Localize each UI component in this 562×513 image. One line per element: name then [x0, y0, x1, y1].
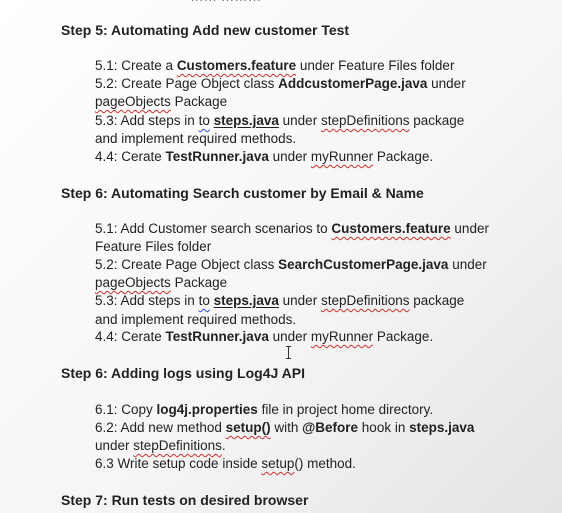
step5-item-1: 5.1: Create a Customers.feature under Fe…	[95, 58, 455, 73]
step6-item-3-cont: and implement required methods.	[95, 312, 297, 327]
text-cursor-icon	[286, 346, 292, 359]
step7-heading: Step 7: Run tests on desired browser	[61, 492, 309, 508]
step6-logs-item-1: 6.1: Copy log4j.properties file in proje…	[95, 402, 434, 417]
step5-item-3-cont: and implement required methods.	[95, 131, 297, 146]
step5-item-4: 4.4: Cerate TestRunner.java under myRunn…	[95, 149, 434, 164]
step6-item-2: 5.2: Create Page Object class SearchCust…	[95, 257, 487, 272]
step6-item-3: 5.3: Add steps in to steps.java under st…	[95, 293, 465, 308]
step6-item-1: 5.1: Add Customer search scenarios to Cu…	[95, 221, 489, 236]
step6-item-4: 4.4: Cerate TestRunner.java under myRunn…	[95, 329, 434, 344]
step6-item-1-cont: Feature Files folder	[95, 239, 212, 254]
cut-off-text: …… ………	[190, 0, 261, 4]
step6-item-2-cont: pageObjects Package	[95, 275, 228, 290]
step5-item-2-cont: pageObjects Package	[95, 94, 228, 109]
step5-item-3: 5.3: Add steps in to steps.java under st…	[95, 113, 465, 128]
step5-item-2: 5.2: Create Page Object class Addcustome…	[95, 76, 466, 91]
step6-search-heading: Step 6: Automating Search customer by Em…	[61, 185, 424, 201]
step6-logs-item-2-cont: under stepDefinitions.	[95, 438, 226, 453]
step6-logs-item-2: 6.2: Add new method setup() with @Before…	[95, 420, 475, 435]
step6-logs-heading: Step 6: Adding logs using Log4J API	[61, 365, 305, 381]
step6-logs-item-3: 6.3 Write setup code inside setup() meth…	[95, 456, 356, 471]
step5-heading: Step 5: Automating Add new customer Test	[61, 22, 350, 38]
